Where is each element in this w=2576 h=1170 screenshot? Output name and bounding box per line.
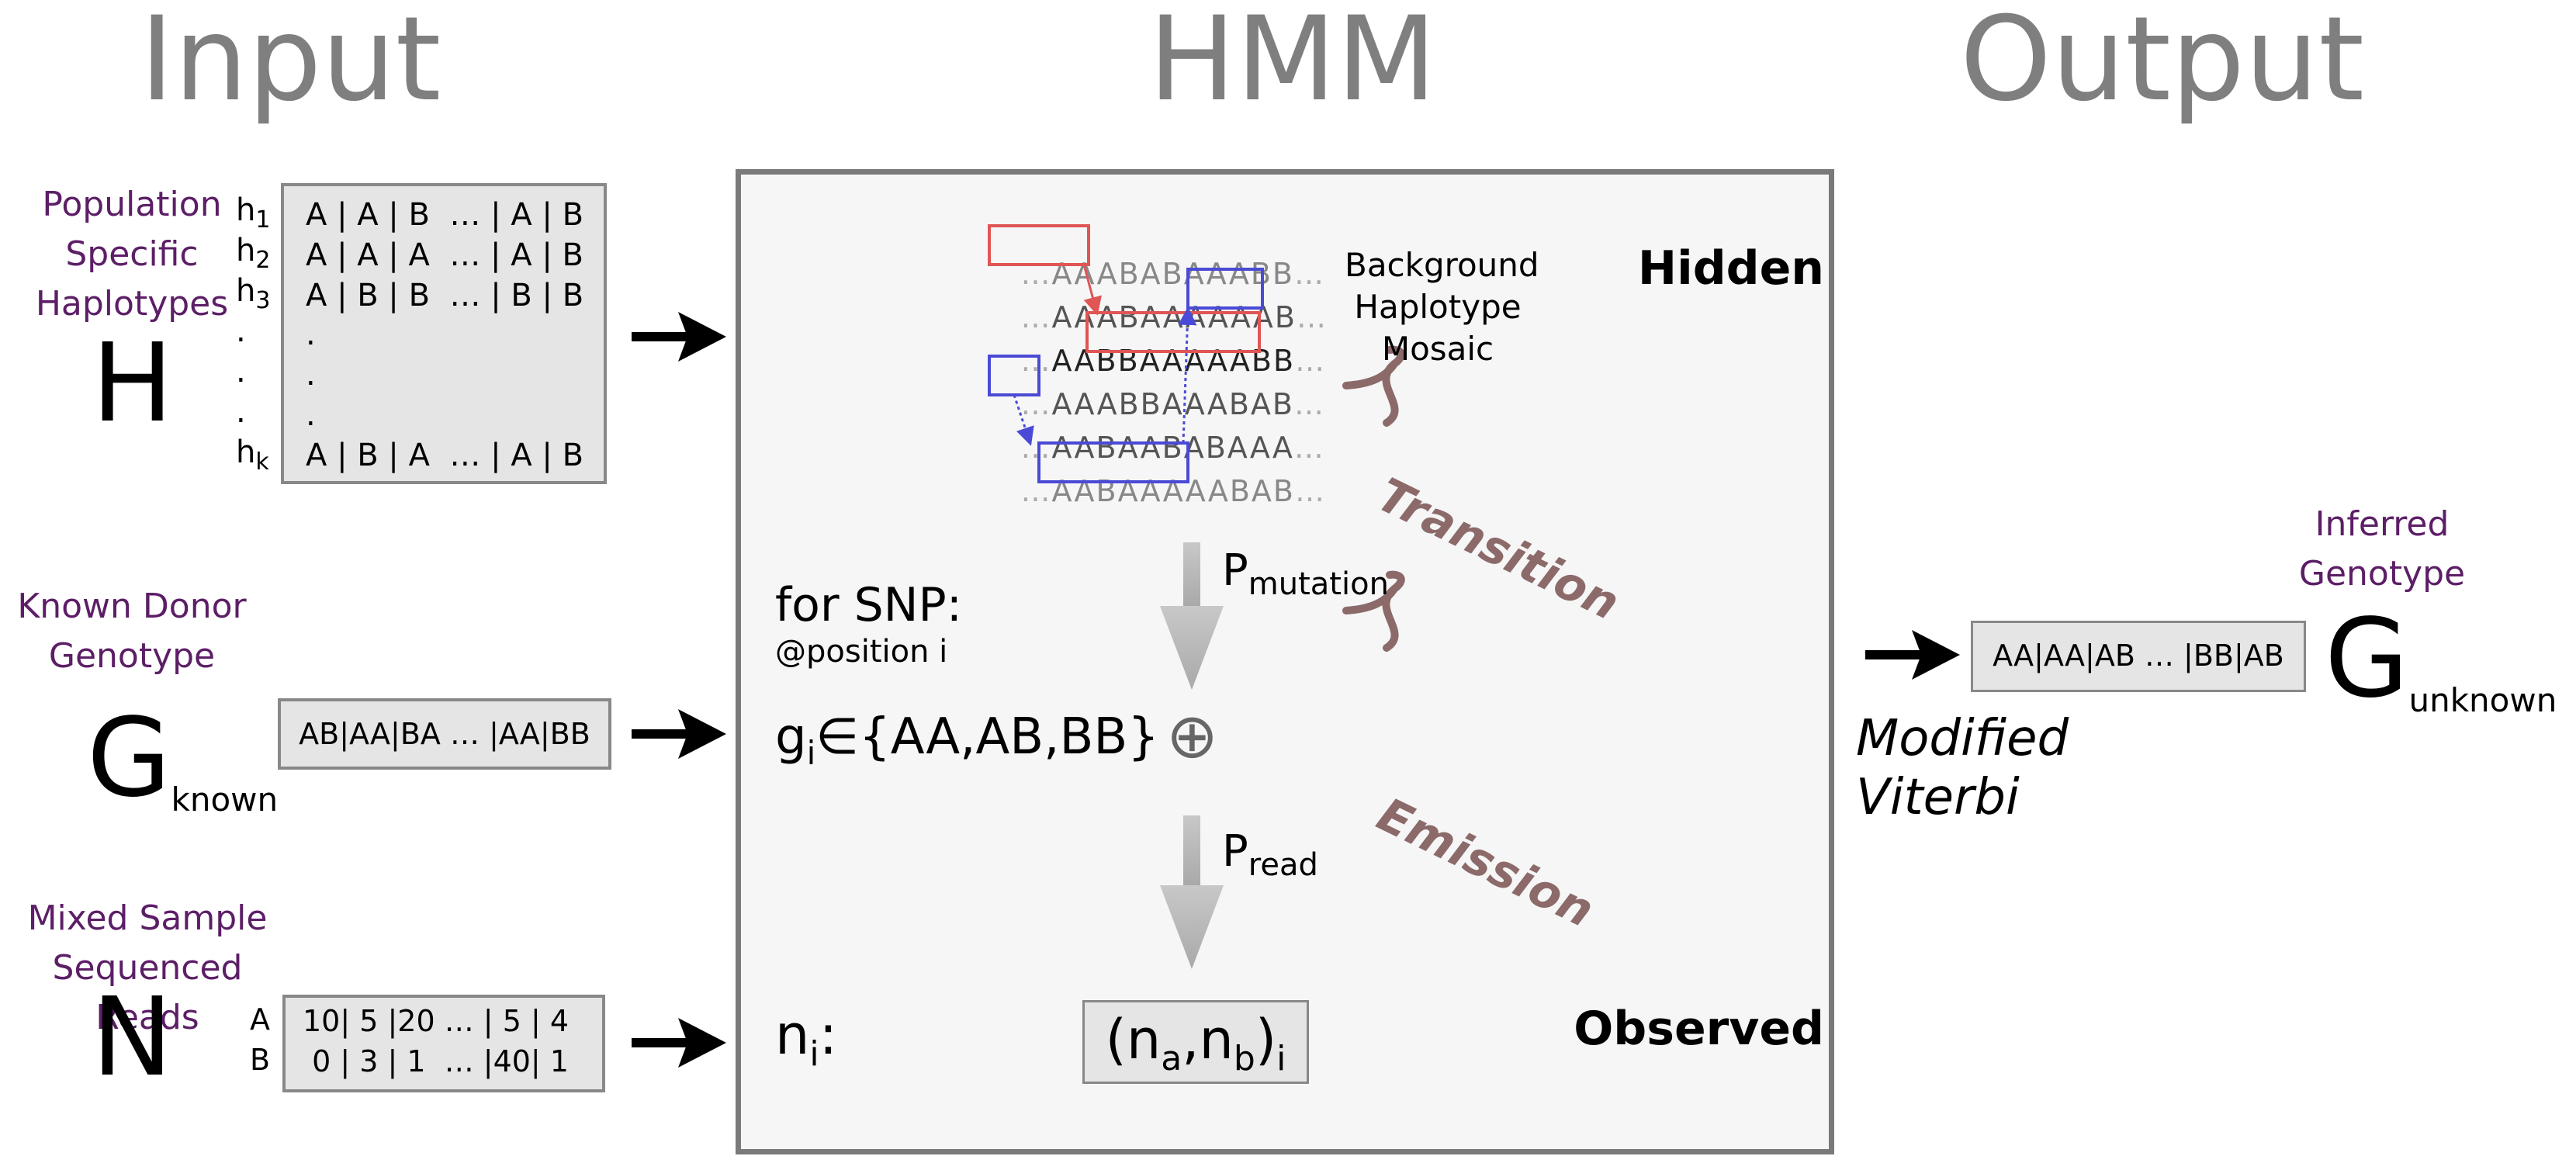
reads-table: 10| 5 |20 … | 5 | 4 0 | 3 | 1 … |40| 1	[282, 995, 605, 1092]
arrow-to-output	[1865, 630, 1960, 680]
mosaic-row: …AABAAAAABAB…	[1020, 474, 1326, 508]
haplotype-row: A | B | A … | A | B	[306, 438, 584, 473]
red-jump-path	[1082, 264, 1102, 316]
observed-value-box: (na,nb)i	[1082, 1000, 1309, 1084]
haplotype-row: .	[306, 317, 316, 352]
snp-title: for SNP:	[775, 578, 962, 632]
output-header: Output	[1960, 0, 2365, 127]
reads-letter-N: N	[92, 974, 173, 1101]
donor-letter-G: G	[87, 695, 171, 822]
mosaic-row: …AAABABAAABB…	[1020, 257, 1325, 291]
hmm-panel: …AAABABAAABB… …AAABAAAAAAB… …AABBAAAAABB…	[736, 169, 1834, 1154]
snp-position: @position i	[775, 634, 948, 670]
mosaic-highlights	[988, 224, 1405, 969]
haplotype-row: .	[306, 357, 316, 393]
row-label-h3: h3	[236, 273, 271, 314]
donor-subscript: known	[171, 781, 279, 819]
hmm-header: HMM	[1148, 0, 1437, 127]
reads-row: 0 | 3 | 1 … |40| 1	[303, 1044, 569, 1078]
haplotype-row: A | A | B … | A | B	[306, 197, 584, 233]
mosaic-row: …AABBAAAAABB…	[1020, 344, 1327, 378]
row-label-dot: .	[236, 354, 246, 389]
output-subscript: unknown	[2408, 681, 2557, 719]
haplotype-row: .	[306, 397, 316, 433]
read-row-label-B: B	[250, 1043, 271, 1077]
mutation-arrow	[1160, 542, 1224, 690]
arrow-donor-to-hmm	[632, 709, 726, 759]
method-label: Modified Viterbi	[1856, 710, 2069, 826]
p-mutation: Pmutation	[1222, 545, 1389, 603]
read-row-label-A: A	[250, 1002, 270, 1037]
donor-symbol: Gknown	[87, 704, 278, 819]
row-label-h2: h2	[236, 233, 271, 274]
observed-label: Observed	[1574, 1002, 1824, 1056]
red-segment-box	[988, 224, 1090, 266]
population-letter-H: H	[92, 320, 174, 447]
blue-segment-box	[1037, 441, 1189, 483]
row-label-h1: h1	[236, 192, 271, 234]
output-symbol: Gunknown	[2325, 605, 2557, 720]
genotype-set: gi∈{AA,AB,BB}	[775, 708, 1160, 772]
blue-segment-box	[1186, 268, 1264, 310]
reads-label: Mixed Sample Sequenced Reads	[27, 898, 268, 1037]
haplotype-row-labels: h1 h2 h3 . . . hk	[236, 189, 282, 484]
output-letter-G: G	[2325, 596, 2409, 722]
haplotype-mosaic: …AAABABAAABB… …AAABAAAAAAB… …AABBAAAAABB…	[955, 223, 1326, 508]
input-header: Input	[140, 0, 441, 127]
haplotype-table: A | A | B … | A | B A | A | A … | A | B …	[281, 183, 607, 484]
p-read: Pread	[1222, 826, 1318, 884]
haplotype-row: A | A | A … | A | B	[306, 237, 583, 273]
emission-brace	[1342, 570, 1405, 652]
mosaic-row: …AABAABABAAA…	[1020, 431, 1325, 465]
inferred-genotype-label: Inferred Genotype	[2298, 504, 2466, 594]
row-label-dot: .	[236, 313, 246, 349]
blue-segment-box	[988, 355, 1040, 396]
observed-variable: ni:	[775, 1003, 838, 1074]
mosaic-row: …AAABBAAABAB…	[1020, 387, 1325, 421]
transition-brace	[1342, 345, 1405, 427]
arrow-reads-to-hmm	[632, 1018, 726, 1068]
blue-jump-path	[1013, 394, 1034, 446]
row-label-hk: hk	[236, 434, 269, 476]
oplus-icon: ⊕	[1166, 700, 1219, 772]
donor-genotype-box: AB|AA|BA … |AA|BB	[278, 698, 611, 770]
donor-label: Known Donor Genotype	[17, 587, 247, 676]
inferred-genotype-box: AA|AA|AB … |BB|AB	[1971, 621, 2306, 692]
red-segment-box	[1085, 311, 1261, 353]
reads-row: 10| 5 |20 … | 5 | 4	[303, 1004, 570, 1038]
mosaic-label: Background Haplotype Mosaic	[1345, 246, 1539, 368]
read-arrow	[1160, 815, 1224, 969]
population-label: Population Specific Haplotypes	[35, 185, 229, 324]
haplotype-row: A | B | B … | B | B	[306, 278, 584, 313]
row-label-dot: .	[236, 394, 246, 430]
blue-jump-path	[1178, 306, 1197, 444]
hidden-label: Hidden	[1637, 241, 1824, 296]
arrow-haplotypes-to-hmm	[632, 312, 726, 362]
